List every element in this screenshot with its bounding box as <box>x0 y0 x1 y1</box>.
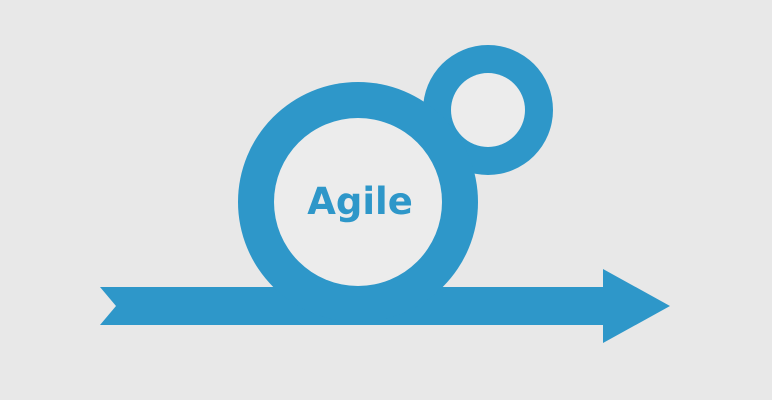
small-ring-inner <box>451 73 525 147</box>
large-ring-inner <box>274 118 442 286</box>
agile-label: Agile <box>307 180 413 223</box>
